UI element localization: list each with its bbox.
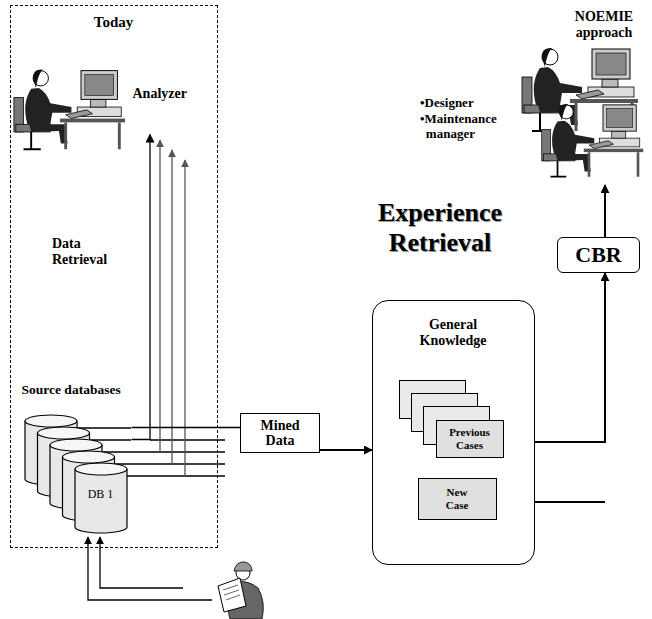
analyzer-icon — [14, 70, 125, 150]
connector — [604, 185, 606, 237]
section-heading: Experience Retrieval — [355, 198, 525, 258]
region-title: Today — [11, 14, 216, 31]
case-label: Previous Cases — [441, 426, 499, 450]
approach-title: NOEMIE approach — [563, 9, 645, 41]
case-card: New Case — [418, 478, 497, 520]
container-heading: General Knowledge — [403, 317, 503, 349]
user-group: NOEMIE approach •Designer•Maintenance man… — [415, 5, 647, 185]
process-box: CBR — [557, 237, 640, 273]
worker-icon — [218, 562, 263, 619]
database-cylinder — [75, 463, 127, 533]
database-label: DB 1 — [75, 487, 127, 502]
role-bullet: •Maintenance manager — [420, 112, 531, 142]
role-bullet: •Designer — [420, 95, 540, 111]
box-label: Mined Data — [249, 418, 311, 449]
connector — [320, 449, 372, 451]
process-box: Mined Data — [240, 413, 320, 453]
group-heading: Source databases — [22, 383, 130, 397]
case-card: Previous Cases — [436, 420, 504, 458]
case-label: New Case — [437, 486, 477, 510]
analyzer-figure: Analyzer — [18, 30, 190, 135]
manager-icon — [542, 104, 644, 177]
connector — [132, 135, 151, 440]
box-label: CBR — [575, 242, 621, 268]
connector — [132, 427, 241, 428]
retrieval-arrows — [160, 140, 185, 476]
region-box: TodayAnalyzerSource databases DB 1 — [10, 5, 218, 548]
worker-input-arrows — [88, 537, 212, 600]
flow-label: Data Retrieval — [52, 236, 122, 268]
connector — [535, 273, 605, 442]
role-label: Analyzer — [133, 86, 187, 102]
database-stack: Source databases DB 1 — [20, 383, 132, 535]
database-cylinders — [20, 383, 132, 535]
knowledge-container: General KnowledgePrevious CasesNew Case — [372, 300, 535, 565]
